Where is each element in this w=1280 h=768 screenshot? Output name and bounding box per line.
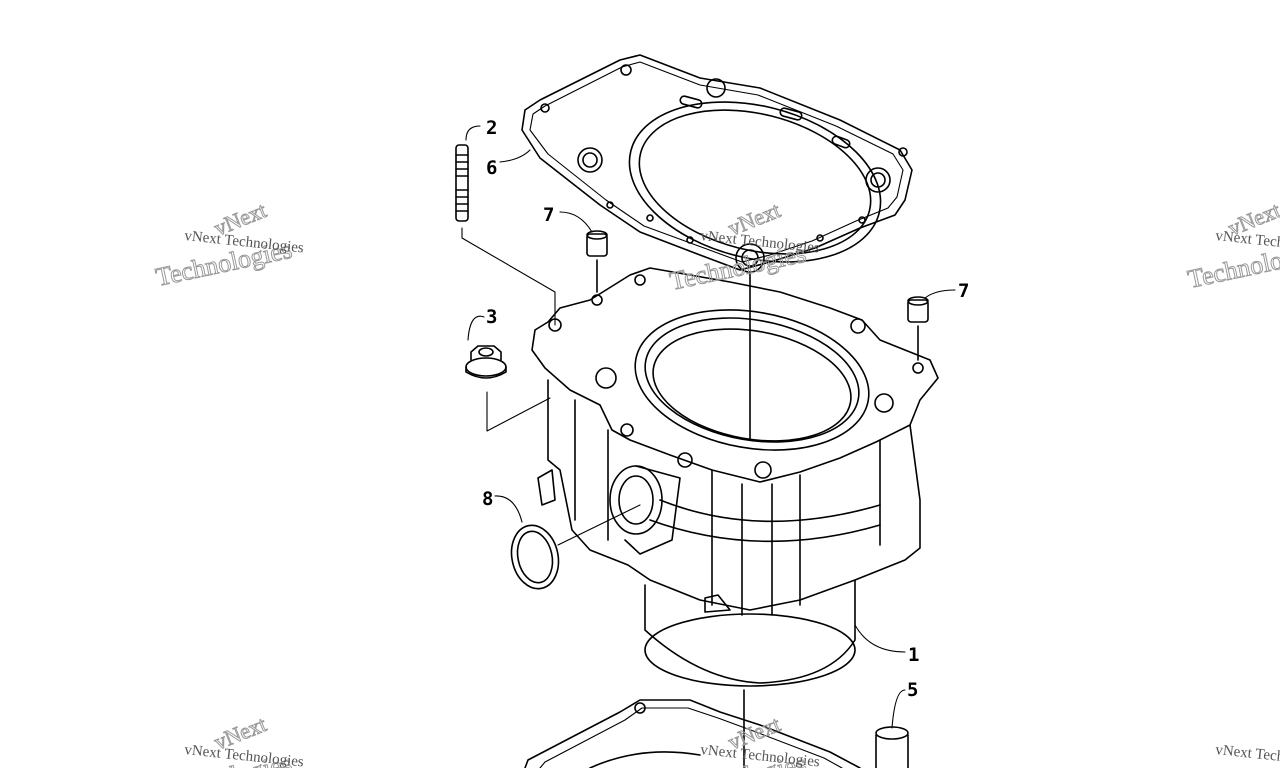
stud-bolt (455, 144, 469, 222)
callout-8: 8 (482, 488, 493, 510)
watermark-group: vNext Technologies vNext Technologies vN… (153, 197, 1280, 768)
guide-pin (875, 726, 909, 768)
callout-5: 5 (907, 679, 918, 701)
o-ring (510, 524, 560, 590)
callout-7-left: 7 (543, 204, 554, 226)
callout-3: 3 (486, 306, 497, 328)
watermark-caption: vNext Technologies (184, 742, 305, 768)
callout-7-right: 7 (958, 280, 969, 302)
base-gasket (524, 699, 861, 768)
watermark-caption: vNext Technologies (700, 742, 821, 768)
cylinder-body (531, 267, 939, 687)
callout-6: 6 (486, 157, 497, 179)
watermark-caption: vNext Technologies (1215, 742, 1280, 768)
head-gasket (521, 54, 913, 273)
callout-1: 1 (908, 644, 919, 666)
callout-2: 2 (486, 117, 497, 139)
flange-nut (465, 345, 507, 379)
dowel-pin-left (586, 230, 608, 293)
dowel-pin-right (907, 296, 929, 361)
